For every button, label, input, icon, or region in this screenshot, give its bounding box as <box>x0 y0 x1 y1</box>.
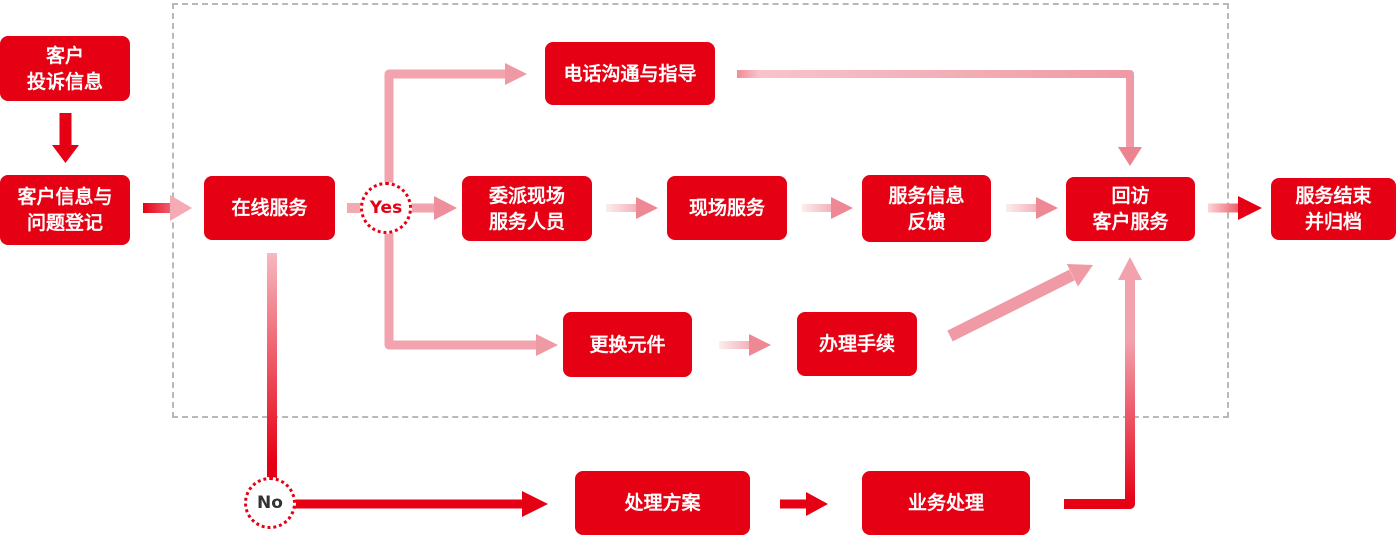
node-replace-components: 更换元件 <box>563 312 692 377</box>
node-business-processing: 业务处理 <box>862 471 1030 535</box>
decision-no: No <box>244 477 296 529</box>
node-phone-guidance: 电话沟通与指导 <box>545 42 715 105</box>
node-handle-procedures: 办理手续 <box>797 312 917 376</box>
connector-solution-to-business <box>780 492 828 516</box>
connector-dispatch-to-onsite <box>606 197 658 219</box>
connector-yes-to-dispatch <box>411 196 457 220</box>
node-solution: 处理方案 <box>575 471 750 535</box>
connector-replace-to-procedures <box>719 334 771 356</box>
node-customer-complaint-info: 客户 投诉信息 <box>0 36 130 101</box>
node-return-visit-service: 回访 客户服务 <box>1066 177 1195 241</box>
node-service-end-archive: 服务结束 并归档 <box>1271 178 1396 240</box>
connector-return-visit-to-service-end <box>1208 196 1262 220</box>
connector-phone-to-return-visit <box>737 70 1142 166</box>
connector-no-to-solution <box>288 491 548 517</box>
node-customer-info-registration: 客户信息与 问题登记 <box>0 175 130 245</box>
connector-business-to-return-visit <box>1064 257 1142 509</box>
node-onsite-service: 现场服务 <box>667 176 787 240</box>
connector-procedures-to-return-visit <box>947 264 1093 342</box>
connector-onsite-to-feedback <box>802 197 853 219</box>
decision-yes: Yes <box>360 182 412 234</box>
connector-complaint-to-registration <box>52 113 79 163</box>
node-dispatch-onsite-staff: 委派现场 服务人员 <box>462 176 592 241</box>
node-service-info-feedback: 服务信息 反馈 <box>862 175 991 242</box>
connector-feedback-to-return-visit <box>1006 197 1058 219</box>
connector-registration-to-online-service <box>143 195 192 221</box>
node-online-service: 在线服务 <box>204 176 335 240</box>
